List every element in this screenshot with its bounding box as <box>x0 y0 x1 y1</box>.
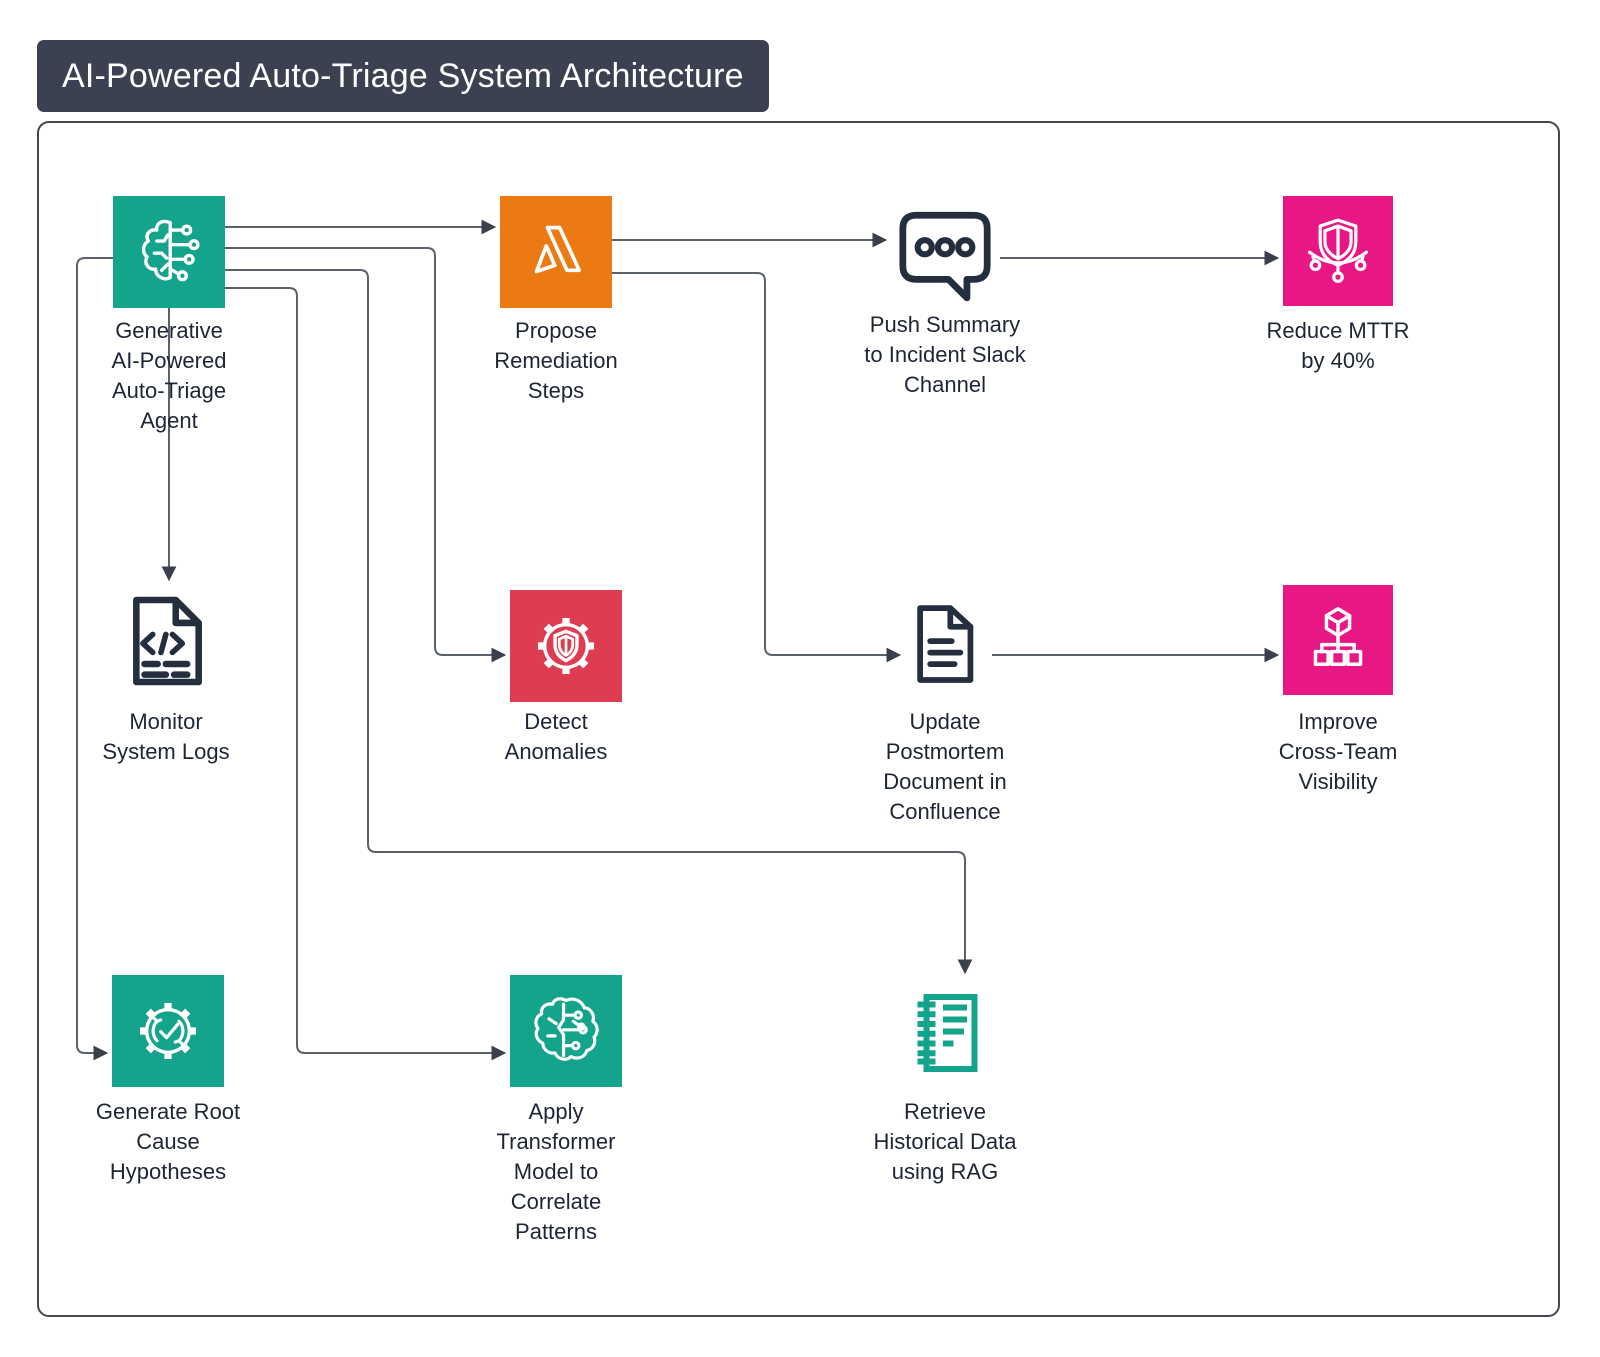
improve-tile <box>1283 585 1393 695</box>
push-tile <box>889 198 1001 310</box>
connector-agent-to-detect <box>225 247 507 663</box>
update-label: Update Postmortem Document in Confluence <box>883 709 1007 824</box>
transformer-tile <box>510 975 622 1087</box>
diagram-canvas <box>37 121 1560 1317</box>
connector-agent-to-rootcause <box>76 257 113 1061</box>
propose-label: Propose Remediation Steps <box>494 318 618 403</box>
retrieve-label: Retrieve Historical Data using RAG <box>873 1099 1017 1184</box>
cube-hierarchy-icon <box>1313 607 1363 667</box>
code-document-icon <box>133 596 202 686</box>
gear-shield-icon <box>537 617 595 675</box>
document-icon <box>917 605 974 683</box>
node-apply-transformer-model[interactable] <box>510 975 622 1087</box>
connector-propose-to-update <box>612 272 902 663</box>
brain-circuit-icon <box>141 219 200 282</box>
mttr-label: Reduce MTTR by 40% <box>1266 318 1410 373</box>
node-monitor-system-logs[interactable] <box>115 585 220 697</box>
node-propose-remediation-steps[interactable] <box>500 196 612 308</box>
push-label: Push Summary to Incident Slack Channel <box>864 312 1026 397</box>
detect-tile <box>510 590 622 702</box>
rootcause-label: Generate Root Cause Hypotheses <box>95 1099 241 1184</box>
rootcause-tile <box>112 975 224 1087</box>
gear-check-icon <box>139 1002 197 1060</box>
node-generative-auto-triage-agent[interactable] <box>113 196 225 308</box>
detect-label: Detect Anomalies <box>504 709 608 764</box>
node-reduce-mttr[interactable] <box>1283 196 1393 306</box>
brain-network-icon <box>534 997 599 1061</box>
shield-network-icon <box>1307 218 1369 284</box>
transformer-label: Apply Transformer Model to Correlate Pat… <box>496 1099 616 1244</box>
retrieve-tile <box>898 978 994 1088</box>
update-tile <box>900 588 992 700</box>
notebook-icon <box>917 994 978 1072</box>
mttr-tile <box>1283 196 1393 306</box>
connector-agent-to-retrieve <box>225 269 973 975</box>
improve-label: Improve Cross-Team Visibility <box>1278 709 1398 794</box>
propose-tile <box>500 196 612 308</box>
lambda-icon <box>534 225 581 274</box>
node-generate-root-cause-hypotheses[interactable] <box>112 975 224 1087</box>
monitor-tile <box>115 585 220 697</box>
node-push-summary-slack[interactable] <box>889 198 1001 310</box>
node-improve-cross-team-visibility[interactable] <box>1283 585 1393 695</box>
monitor-label: Monitor System Logs <box>102 709 230 764</box>
node-detect-anomalies[interactable] <box>510 590 622 702</box>
node-retrieve-historical-data-rag[interactable] <box>898 978 994 1088</box>
chat-dots-icon <box>899 211 991 302</box>
connector-agent-to-transformer <box>225 287 507 1061</box>
page-title: AI-Powered Auto-Triage System Architectu… <box>37 40 769 112</box>
agent-tile <box>113 196 225 308</box>
node-update-postmortem-confluence[interactable] <box>900 588 992 700</box>
agent-label: Generative AI-Powered Auto-Triage Agent <box>111 318 227 433</box>
